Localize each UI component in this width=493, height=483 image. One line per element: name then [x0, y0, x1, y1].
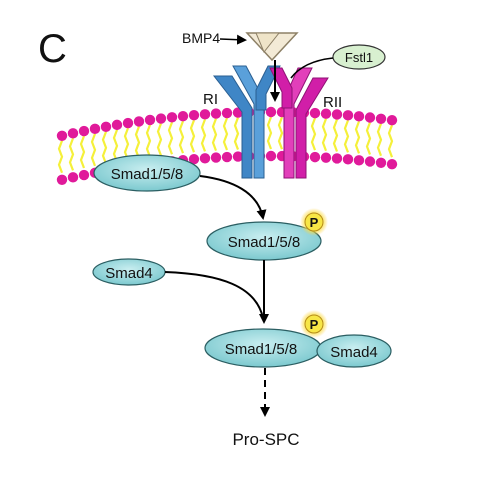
lipid-head	[309, 151, 321, 163]
lipid-head	[199, 109, 211, 120]
lipid-head	[89, 123, 101, 135]
lipid-head	[320, 152, 332, 163]
phosphorylation-arrow	[199, 175, 267, 220]
lipid-tail	[112, 129, 119, 163]
phospho-badge-2: P	[300, 310, 328, 338]
fstl1-connector	[290, 57, 334, 79]
lipid-head	[155, 113, 167, 124]
complex-smad4-node	[316, 334, 392, 368]
lipid-tail	[178, 120, 185, 154]
lipid-head	[320, 108, 332, 119]
lipid-head	[166, 112, 178, 123]
lipid-tail	[156, 123, 163, 156]
lipid-head	[56, 130, 68, 141]
lipid-tail	[365, 122, 372, 155]
bmp4-ligand	[245, 32, 299, 62]
lipid-tail	[321, 118, 328, 152]
lipid-tail	[387, 124, 394, 158]
lipid-head	[353, 111, 365, 122]
lipid-head	[342, 110, 354, 121]
bmp4-pointer-arrow	[219, 34, 247, 45]
lipid-tail	[134, 126, 141, 159]
lipid-head	[210, 108, 222, 119]
fstl1-label: Fstl1	[345, 50, 373, 65]
lipid-tail	[189, 119, 196, 153]
lipid-tail	[266, 116, 273, 150]
lipid-head	[386, 158, 398, 170]
lipid-tail	[79, 135, 86, 169]
complex-smad158-label: Smad1/5/8	[225, 341, 298, 358]
lipid-head	[265, 106, 277, 118]
lipid-tail	[123, 127, 130, 161]
lipid-head	[78, 125, 90, 137]
phospho-badge-1: P	[300, 208, 328, 236]
lipid-head	[342, 154, 354, 165]
lipid-tail	[277, 116, 284, 150]
bmp4-label: BMP4	[182, 30, 220, 46]
smad158-membrane-node	[93, 154, 201, 192]
lipid-head	[232, 151, 244, 162]
lipid-tail	[90, 133, 97, 167]
complex-smad4-label: Smad4	[330, 344, 378, 361]
lipid-head	[133, 116, 145, 127]
lipid-head	[188, 153, 200, 165]
lipid-head	[375, 157, 387, 168]
lipid-tail	[167, 121, 174, 155]
type1-receptor-label: RI	[203, 91, 218, 108]
lipid-tail	[57, 140, 64, 174]
lipid-head	[331, 109, 343, 120]
lipid-head	[364, 112, 376, 123]
fstl1-node	[332, 44, 386, 70]
lipid-tail	[211, 118, 218, 151]
lipid-head	[199, 153, 211, 164]
lipid-tail	[200, 118, 207, 152]
lipid-tail	[310, 117, 317, 151]
lipid-head	[100, 121, 112, 132]
pro-spc-label: Pro-SPC	[232, 430, 299, 449]
lipid-tail	[376, 123, 383, 157]
lipid-tail	[233, 117, 240, 150]
lipid-head	[265, 150, 277, 162]
lipid-head	[353, 155, 365, 166]
lipid-head	[331, 153, 343, 164]
lipid-head	[221, 151, 233, 163]
lipid-tail	[145, 124, 152, 158]
type2-receptor-label: RII	[323, 94, 342, 111]
lipid-tail	[222, 117, 229, 151]
smad158-phosphorylated-label: Smad1/5/8	[228, 234, 301, 251]
lipid-head	[122, 117, 134, 129]
svg-text:P: P	[310, 215, 319, 230]
lipid-tail	[68, 137, 75, 171]
lipid-head	[364, 156, 376, 167]
lipid-tail	[332, 119, 339, 152]
svg-text:P: P	[310, 317, 319, 332]
lipid-head	[309, 107, 321, 119]
smad4-to-complex-arrow	[164, 271, 264, 319]
lipid-tail	[354, 120, 361, 154]
lipid-head	[67, 128, 79, 139]
lipid-head	[67, 172, 79, 183]
lipid-head	[78, 169, 90, 181]
lipid-head	[221, 107, 233, 119]
lipid-head	[111, 119, 123, 131]
lipid-head	[386, 114, 398, 126]
smad4-label: Smad4	[105, 265, 153, 282]
lipid-head	[144, 114, 156, 126]
lipid-head	[56, 174, 68, 185]
lipid-head	[375, 113, 387, 124]
panel-label: C	[38, 27, 67, 71]
lipid-tail	[343, 119, 350, 153]
lipid-head	[177, 110, 189, 122]
lipid-head	[188, 109, 200, 121]
lipid-tail	[101, 131, 108, 165]
lipid-head	[210, 152, 222, 163]
smad158-membrane-label: Smad1/5/8	[111, 166, 184, 183]
